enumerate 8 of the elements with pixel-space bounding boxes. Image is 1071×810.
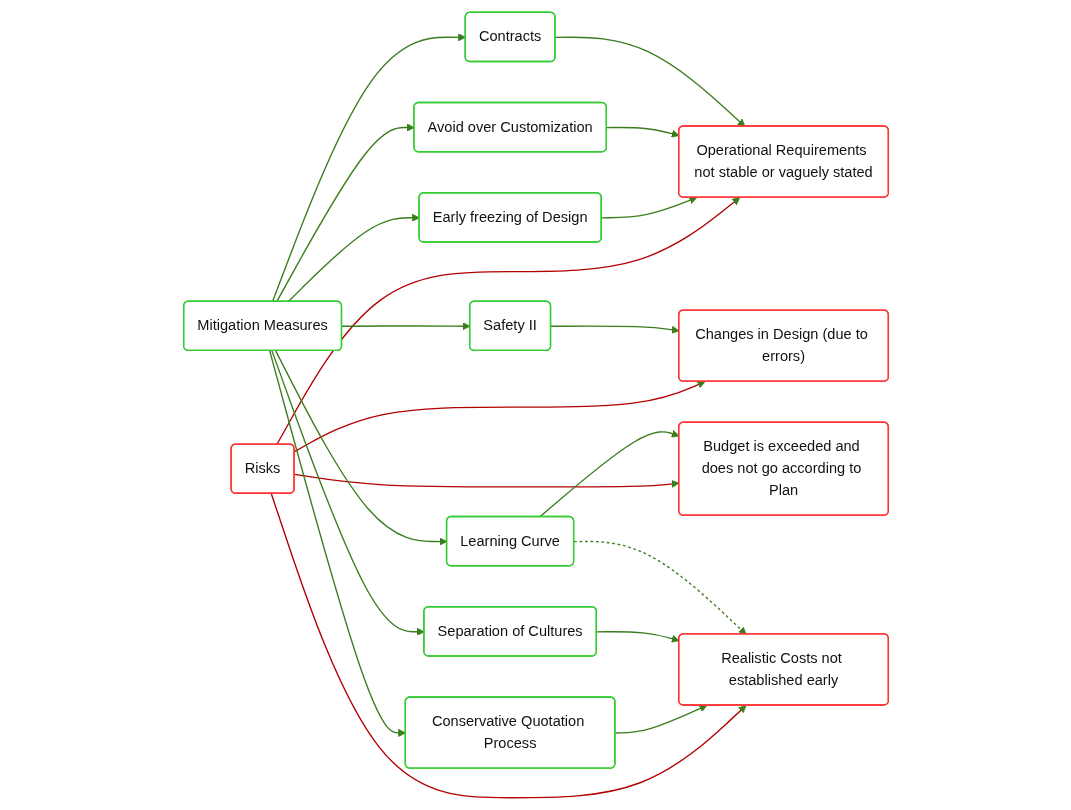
arrow [293,380,705,453]
arrow [554,36,745,127]
arrow [274,350,447,546]
arrow [600,196,697,219]
arrow [275,197,740,446]
arrow [340,322,470,331]
arrow [270,493,746,799]
arrow [614,704,707,734]
